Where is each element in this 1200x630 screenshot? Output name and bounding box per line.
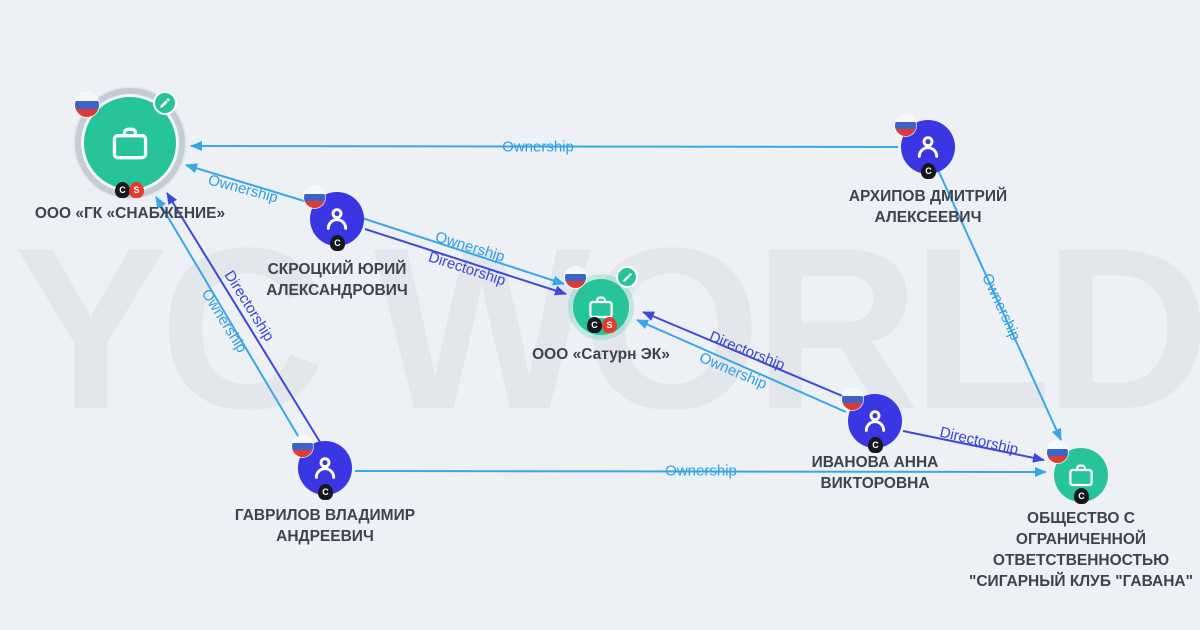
- lock-badge-c: C: [868, 437, 883, 453]
- person-icon: [326, 208, 348, 230]
- edge-line[interactable]: [185, 163, 315, 205]
- lock-badge-c: C: [115, 182, 130, 198]
- edge-line[interactable]: [190, 141, 899, 152]
- edge-line[interactable]: [364, 228, 567, 296]
- person-icon: [864, 410, 886, 432]
- node-label[interactable]: ООО «ГК «СНАБЖЕНИЕ»: [34, 205, 226, 222]
- edge-line[interactable]: [636, 319, 847, 413]
- edge-directorship-ivanova-saturn[interactable]: Directorship: [642, 311, 853, 401]
- edge-ownership-skrotsky-snabzhenie[interactable]: Ownership: [185, 163, 315, 207]
- briefcase-icon: [1069, 464, 1093, 487]
- edge-label[interactable]: Ownership: [206, 172, 280, 207]
- lock-badge-s: S: [602, 317, 617, 333]
- node-label[interactable]: ИВАНОВА АННА ВИКТОРОВНА: [811, 454, 939, 492]
- briefcase-icon: [589, 296, 613, 319]
- edge-ownership-gavrilov-havana[interactable]: Ownership: [354, 463, 1047, 480]
- russia-flag-icon: [304, 187, 325, 208]
- lock-badge-c: C: [921, 163, 936, 179]
- edit-pencil-icon[interactable]: [153, 91, 177, 115]
- russia-flag-icon: [292, 436, 313, 457]
- russia-flag-icon: [895, 115, 916, 136]
- edge-line[interactable]: [166, 192, 321, 443]
- edge-label[interactable]: Directorship: [938, 424, 1020, 459]
- lock-badge-c: C: [330, 235, 345, 251]
- node-label[interactable]: ООО «Сатурн ЭК»: [532, 346, 670, 363]
- edge-line[interactable]: [938, 171, 1062, 441]
- edge-line[interactable]: [155, 196, 305, 447]
- briefcase-icon: [112, 127, 148, 160]
- russia-flag-icon: [1047, 442, 1068, 463]
- edge-ownership-gavrilov-snabzhenie[interactable]: Ownership: [155, 196, 305, 447]
- node-label[interactable]: СКРОЦКИЙ ЮРИЙ АЛЕКСАНДРОВИЧ: [266, 261, 408, 299]
- edge-ownership-ivanova-saturn[interactable]: Ownership: [636, 319, 847, 413]
- edge-line[interactable]: [361, 217, 565, 286]
- lock-badge-s: S: [129, 182, 144, 198]
- edge-line[interactable]: [354, 466, 1047, 477]
- node-label[interactable]: ГАВРИЛОВ ВЛАДИМИР АНДРЕЕВИЧ: [234, 507, 416, 545]
- lock-badge-c: C: [587, 317, 602, 333]
- edit-pencil-icon[interactable]: [616, 266, 638, 288]
- node-label[interactable]: АРХИПОВ ДМИТРИЙ АЛЕКСЕЕВИЧ: [848, 188, 1008, 226]
- edge-ownership-arkhipov-snabzhenie[interactable]: Ownership: [190, 139, 899, 156]
- lock-badge-c: C: [1074, 488, 1089, 504]
- russia-flag-icon: [842, 389, 863, 410]
- edge-directorship-gavrilov-snabzhenie[interactable]: Directorship: [166, 192, 321, 443]
- edge-line[interactable]: [902, 430, 1045, 463]
- edge-label[interactable]: Ownership: [502, 139, 574, 156]
- person-icon: [314, 457, 336, 479]
- russia-flag-icon: [75, 93, 99, 117]
- edge-line[interactable]: [642, 311, 853, 401]
- person-icon: [917, 136, 939, 158]
- lock-badge-c: C: [318, 484, 333, 500]
- edge-label[interactable]: Ownership: [665, 463, 737, 480]
- edge-label[interactable]: Ownership: [978, 271, 1024, 343]
- russia-flag-icon: [565, 267, 586, 288]
- node-label[interactable]: ОБЩЕСТВО С ОГРАНИЧЕННОЙ ОТВЕТСТВЕННОСТЬЮ…: [969, 510, 1193, 590]
